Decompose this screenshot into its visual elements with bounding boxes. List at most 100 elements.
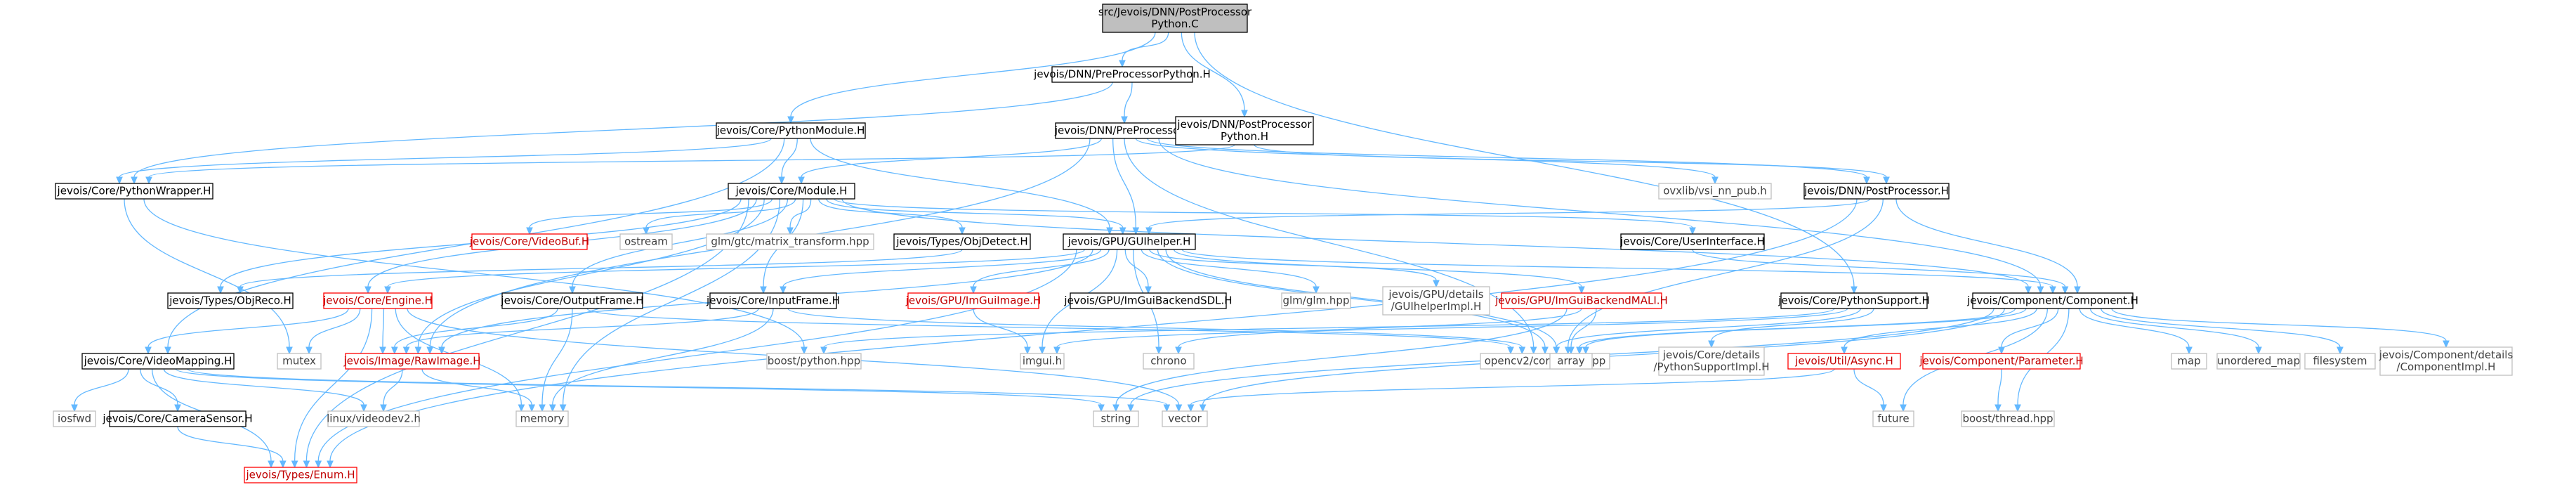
node-label: iosfwd [58,413,91,425]
include-file-node[interactable]: jevois/Types/ObjReco.H [167,292,294,309]
edge-n16-n26 [147,308,349,348]
edge-n13-n19 [973,249,1110,287]
include-file-node[interactable]: jevois/DNN/PostProcessor.H [1803,183,1950,200]
node-box [2379,346,2513,376]
node-label: glm/glm.hpp [1283,294,1350,307]
edge-arrowhead-n4-n5 [145,176,152,185]
edge-arrowhead-n16-n44 [518,404,525,413]
edge-n28-n43 [383,368,403,405]
edge-n3-n8 [1147,138,1867,178]
edge-n25-n38 [2089,308,2259,348]
include-file-node[interactable]: jevois/Core/OutputFrame.H [500,292,644,309]
node-label: ostream [624,235,668,248]
include-file-node[interactable]: jevois/Core/PythonWrapper.H [55,183,213,200]
edge-n8-n13 [1148,198,1871,228]
edge-arrowhead-n26-n45 [1098,404,1105,413]
node-label: jevois/Core/PythonWrapper.H [57,185,211,197]
edge-n8-n32 [1568,198,1884,348]
edge-arrowhead-n6-n25 [2025,286,2032,294]
edge-arrowhead-n6-n18 [760,286,767,294]
node-label: imgui.h [1023,355,1062,368]
include-file-node[interactable]: jevois/Core/VideoBuf.H [469,233,589,250]
include-file-node: map [2171,353,2207,370]
node-box [277,353,322,370]
include-file-node: future [1872,410,1914,427]
edge-n6-n25 [841,198,2029,287]
node-label: jevois/GPU/details [1388,288,1483,301]
edge-arrowhead-n25-n48 [2014,404,2021,413]
edge-arrowhead-n17-n44 [539,404,546,413]
edge-n0-n2 [790,32,1156,117]
edge-arrowhead-n28-n43 [380,404,387,413]
include-file-node: array [1549,353,1593,370]
edge-n26-n46 [187,368,1168,405]
edge-n25-n39 [2101,308,2341,348]
edge-n18-n44 [552,308,774,405]
edge-arrowhead-n18-n28 [402,346,410,355]
node-label: jevois/GPU/ImGuiBackendMALI.H [1494,294,1668,307]
node-box [2304,353,2376,370]
edge-arrowhead-n6-n49 [303,460,310,469]
edge-n13-n18 [782,249,1102,287]
node-label: array [1557,355,1584,368]
include-file-node[interactable]: jevois/DNN/PreProcessor.H [1054,122,1194,139]
include-file-node[interactable]: jevois/Component/Component.H [1966,292,2138,309]
edge-n3-n13 [1112,138,1136,228]
edge-n6-n14 [834,198,1693,228]
edge-n23-n33 [1570,308,1597,348]
edge-n26-n41 [74,368,129,405]
edge-arrowhead-n13-n25 [2049,286,2056,294]
node-label: jevois/Types/ObjDetect.H [895,235,1027,248]
node-label: boost/python.hpp [768,355,860,368]
include-file-node[interactable]: jevois/Core/VideoMapping.H [81,353,235,370]
node-box [1620,233,1765,250]
include-file-node[interactable]: jevois/GPU/ImGuiImage.H [905,292,1041,309]
node-box [1281,292,1351,309]
include-file-node[interactable]: jevois/Types/Enum.H [244,467,357,483]
edge-arrowhead-n13-n19 [970,286,977,294]
node-box [2171,353,2207,370]
include-file-node[interactable]: jevois/Core/CameraSensor.H [102,410,253,427]
node-box [1787,353,1901,370]
include-file-node[interactable]: jevois/DNN/PreProcessorPython.H [1033,66,1211,83]
edge-arrowhead-n3-n13 [1132,227,1140,235]
include-file-node[interactable]: jevois/GPU/GUIhelper.H [1063,233,1196,250]
edge-arrowhead-n13-n18 [780,286,787,294]
node-label: Python.C [1151,18,1198,30]
node-box [1162,410,1208,427]
include-file-node[interactable]: jevois/Component/Parameter.H [1919,353,2084,370]
include-file-node[interactable]: jevois/Core/Module.H [728,183,855,200]
node-label: mutex [282,355,316,368]
include-file-node[interactable]: jevois/Core/PythonSupport.H [1777,292,1930,309]
node-box [515,410,569,427]
edge-n13-n33 [1165,249,1557,348]
edge-arrowhead-n24-n32 [1553,346,1560,355]
edge-n25-n37 [2079,308,2190,348]
include-file-node[interactable]: jevois/Types/ObjDetect.H [893,233,1031,250]
include-file-node[interactable]: jevois/GPU/ImGuiBackendSDL.H [1063,292,1233,309]
edge-arrowhead-n13-n16 [384,286,391,294]
include-file-node[interactable]: jevois/Image/RawImage.H [343,353,481,370]
include-file-node[interactable]: jevois/GPU/ImGuiBackendMALI.H [1494,292,1668,309]
edge-arrowhead-n25-n40 [2443,340,2450,349]
edge-arrowhead-n16-n46 [1175,404,1183,413]
node-box [907,292,1039,309]
edge-arrowhead-n0-n4 [1241,110,1248,118]
node-label: ovxlib/vsi_nn_pub.h [1663,185,1767,198]
edge-n13-n25 [1181,249,2053,287]
include-file-node[interactable]: jevois/Core/Engine.H [322,292,433,309]
node-label: /GUIhelperImpl.H [1391,300,1482,313]
edge-arrowhead-n6-n9 [526,227,533,235]
node-label: jevois/GPU/ImGuiBackendSDL.H [1063,294,1232,307]
edge-n25-n36 [2001,308,2059,348]
include-file-node[interactable]: jevois/Core/PythonModule.H [716,122,866,139]
include-file-node[interactable]: jevois/Core/UserInterface.H [1619,233,1765,250]
include-file-node[interactable]: jevois/Util/Async.H [1787,353,1901,370]
include-file-node[interactable]: jevois/Core/InputFrame.H [706,292,840,309]
edge-n6-n12 [818,198,963,228]
edge-arrowhead-n5-n27 [286,346,293,355]
edge-arrowhead-n28-n44 [528,404,536,413]
node-box [501,292,643,309]
